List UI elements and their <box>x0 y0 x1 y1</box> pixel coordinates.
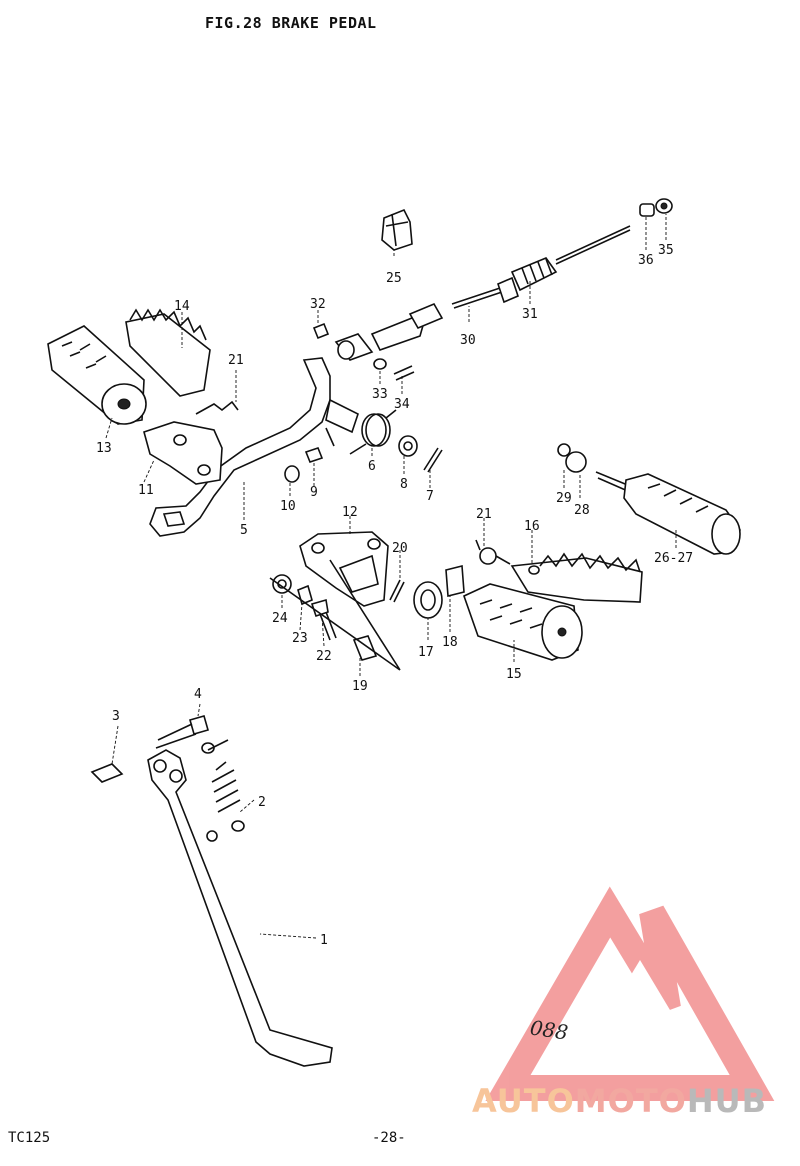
part-footrest-bracket <box>143 421 223 485</box>
label-20: 20 <box>392 541 408 556</box>
watermark-logo <box>485 886 775 1101</box>
part-cable-fittings <box>639 198 673 217</box>
part-small-hardware <box>269 559 405 671</box>
part-spring-right <box>475 539 511 565</box>
part-footrest-rubber-left <box>47 325 147 425</box>
label-8: 8 <box>400 477 408 492</box>
part-footrest-rubber-right <box>463 583 583 661</box>
label-10: 10 <box>280 499 296 514</box>
label-5: 5 <box>240 523 248 538</box>
label-11: 11 <box>138 483 154 498</box>
part-washers-right <box>413 564 465 619</box>
label-22: 22 <box>316 649 332 664</box>
page-number: -28- <box>372 1130 406 1146</box>
part-brake-pedal <box>149 357 359 537</box>
label-26-27: 26-27 <box>654 551 693 566</box>
part-spring-left <box>195 400 239 415</box>
label-33: 33 <box>372 387 388 402</box>
label-3: 3 <box>112 709 120 724</box>
part-pin-washer <box>398 435 443 473</box>
watermark-brand: AUTOMOTOHUB <box>472 1082 767 1120</box>
label-12: 12 <box>342 505 358 520</box>
label-24: 24 <box>272 611 288 626</box>
model-code: TC125 <box>8 1130 51 1146</box>
part-footrest-left <box>125 308 211 397</box>
part-lever-grip <box>595 471 741 555</box>
label-4: 4 <box>194 687 202 702</box>
figure-title: FIG.28 BRAKE PEDAL <box>205 14 377 32</box>
label-7: 7 <box>426 489 434 504</box>
part-footrest-bracket-right <box>299 531 389 607</box>
label-13: 13 <box>96 441 112 456</box>
label-23: 23 <box>292 631 308 646</box>
part-nut-washer <box>557 443 587 473</box>
label-14: 14 <box>174 299 190 314</box>
part-side-stand <box>90 715 333 1067</box>
part-brake-rod <box>451 225 631 309</box>
label-6: 6 <box>368 459 376 474</box>
label-28: 28 <box>574 503 590 518</box>
label-30: 30 <box>460 333 476 348</box>
part-clevis <box>312 302 444 381</box>
part-clamp <box>381 208 413 251</box>
brand-moto: MOTO <box>574 1082 687 1120</box>
label-35: 35 <box>658 243 674 258</box>
label-31: 31 <box>522 307 538 322</box>
label-21a: 21 <box>228 353 244 368</box>
leader-lines <box>105 214 677 939</box>
label-32: 32 <box>310 297 326 312</box>
label-18: 18 <box>442 635 458 650</box>
label-19: 19 <box>352 679 368 694</box>
label-34: 34 <box>394 397 410 412</box>
brand-hub: HUB <box>686 1082 768 1120</box>
label-16: 16 <box>524 519 540 534</box>
brand-auto: AUTO <box>472 1082 575 1120</box>
label-21b: 21 <box>476 507 492 522</box>
label-15: 15 <box>506 667 522 682</box>
part-return-spring <box>349 409 397 455</box>
label-9: 9 <box>310 485 318 500</box>
part-labels: 25 36 35 30 31 32 33 34 14 21 13 11 6 8 … <box>96 243 693 948</box>
label-25: 25 <box>386 271 402 286</box>
label-29: 29 <box>556 491 572 506</box>
handwritten-note: 088 <box>528 1015 570 1045</box>
label-36: 36 <box>638 253 654 268</box>
label-17: 17 <box>418 645 434 660</box>
label-1: 1 <box>320 933 328 948</box>
part-bolt-bush <box>284 447 324 483</box>
label-2: 2 <box>258 795 266 810</box>
part-footrest-right <box>510 552 643 603</box>
